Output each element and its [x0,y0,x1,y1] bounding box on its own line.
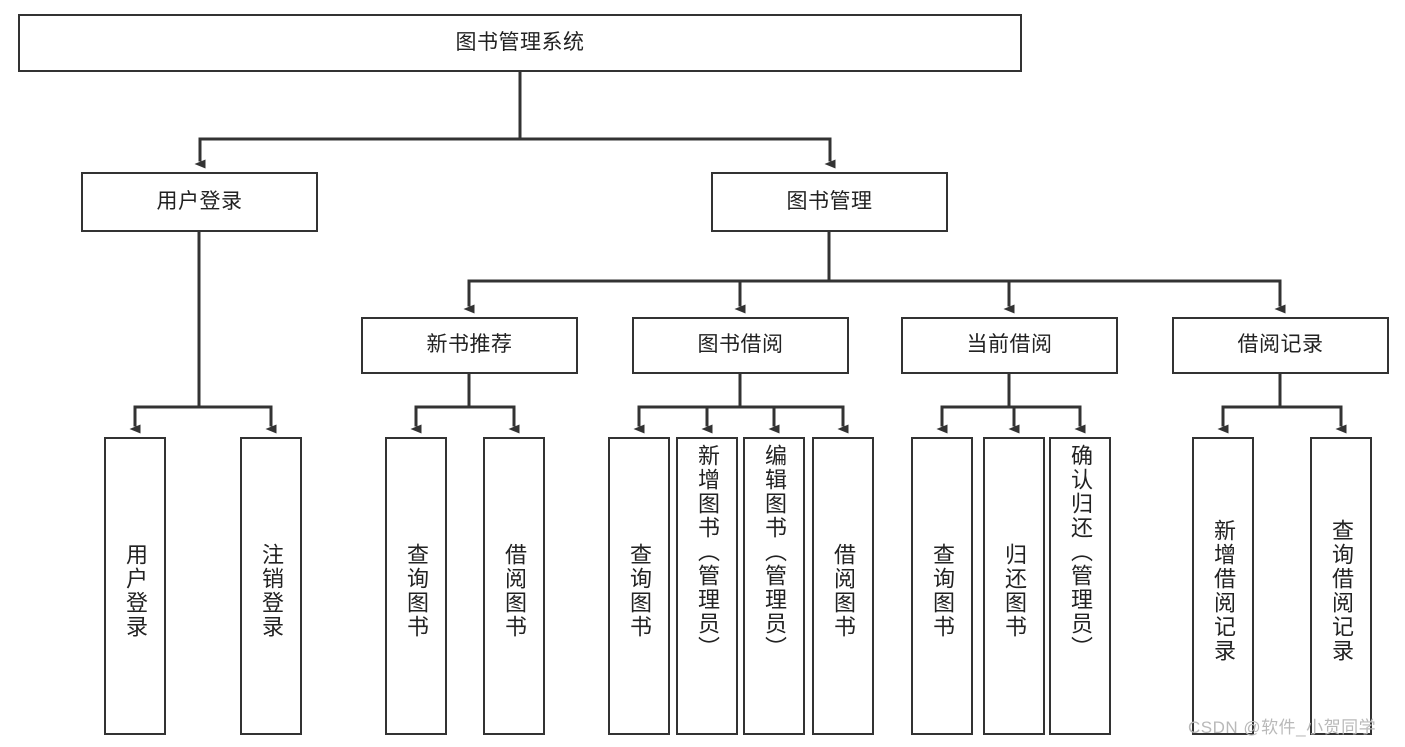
node-leaf-query-book-borrow-label: 查询图书 [626,542,652,639]
node-book-management[interactable]: 图书管理 [711,172,948,232]
node-leaf-borrow-book-rec-label: 借阅图书 [501,542,527,639]
node-borrow-record-label: 借阅记录 [1237,333,1324,357]
node-leaf-add-borrow-record[interactable]: 新增借阅记录 [1192,437,1254,735]
node-leaf-query-book-current[interactable]: 查询图书 [911,437,973,735]
node-user-login[interactable]: 用户登录 [81,172,318,232]
node-leaf-return-book-label: 归还图书 [1001,542,1027,639]
node-root[interactable]: 图书管理系统 [18,14,1022,72]
node-leaf-borrow-book[interactable]: 借阅图书 [812,437,874,735]
node-leaf-query-borrow-record-label: 查询借阅记录 [1328,518,1354,663]
node-leaf-query-book-rec-label: 查询图书 [403,542,429,639]
node-leaf-add-book-admin[interactable]: 新增图书（管理员） [676,437,738,735]
node-current-borrow-label: 当前借阅 [966,333,1053,357]
node-leaf-return-book[interactable]: 归还图书 [983,437,1045,735]
node-leaf-query-borrow-record[interactable]: 查询借阅记录 [1310,437,1372,735]
watermark-text: CSDN @软件_小贺同学 [1188,718,1377,737]
node-leaf-user-login-label: 用户登录 [122,542,148,639]
node-leaf-confirm-return-admin-label: 确认归还（管理员） [1067,444,1093,660]
node-root-label: 图书管理系统 [455,30,585,54]
node-new-book-recommendation-label: 新书推荐 [426,333,513,357]
node-book-borrow[interactable]: 图书借阅 [632,317,849,374]
node-leaf-add-borrow-record-label: 新增借阅记录 [1210,518,1236,663]
node-book-borrow-label: 图书借阅 [697,333,784,357]
node-leaf-logout[interactable]: 注销登录 [240,437,302,735]
node-leaf-logout-label: 注销登录 [258,542,284,639]
node-leaf-add-book-admin-label: 新增图书（管理员） [694,444,720,660]
node-leaf-query-book-rec[interactable]: 查询图书 [385,437,447,735]
node-leaf-edit-book-admin[interactable]: 编辑图书（管理员） [743,437,805,735]
node-borrow-record[interactable]: 借阅记录 [1172,317,1389,374]
node-current-borrow[interactable]: 当前借阅 [901,317,1118,374]
node-leaf-query-book-current-label: 查询图书 [929,542,955,639]
node-leaf-user-login[interactable]: 用户登录 [104,437,166,735]
node-new-book-recommendation[interactable]: 新书推荐 [361,317,578,374]
node-leaf-borrow-book-label: 借阅图书 [830,542,856,639]
node-user-login-label: 用户登录 [156,189,243,213]
node-leaf-borrow-book-rec[interactable]: 借阅图书 [483,437,545,735]
node-leaf-edit-book-admin-label: 编辑图书（管理员） [761,444,787,660]
node-leaf-confirm-return-admin[interactable]: 确认归还（管理员） [1049,437,1111,735]
node-book-management-label: 图书管理 [786,189,873,213]
node-leaf-query-book-borrow[interactable]: 查询图书 [608,437,670,735]
